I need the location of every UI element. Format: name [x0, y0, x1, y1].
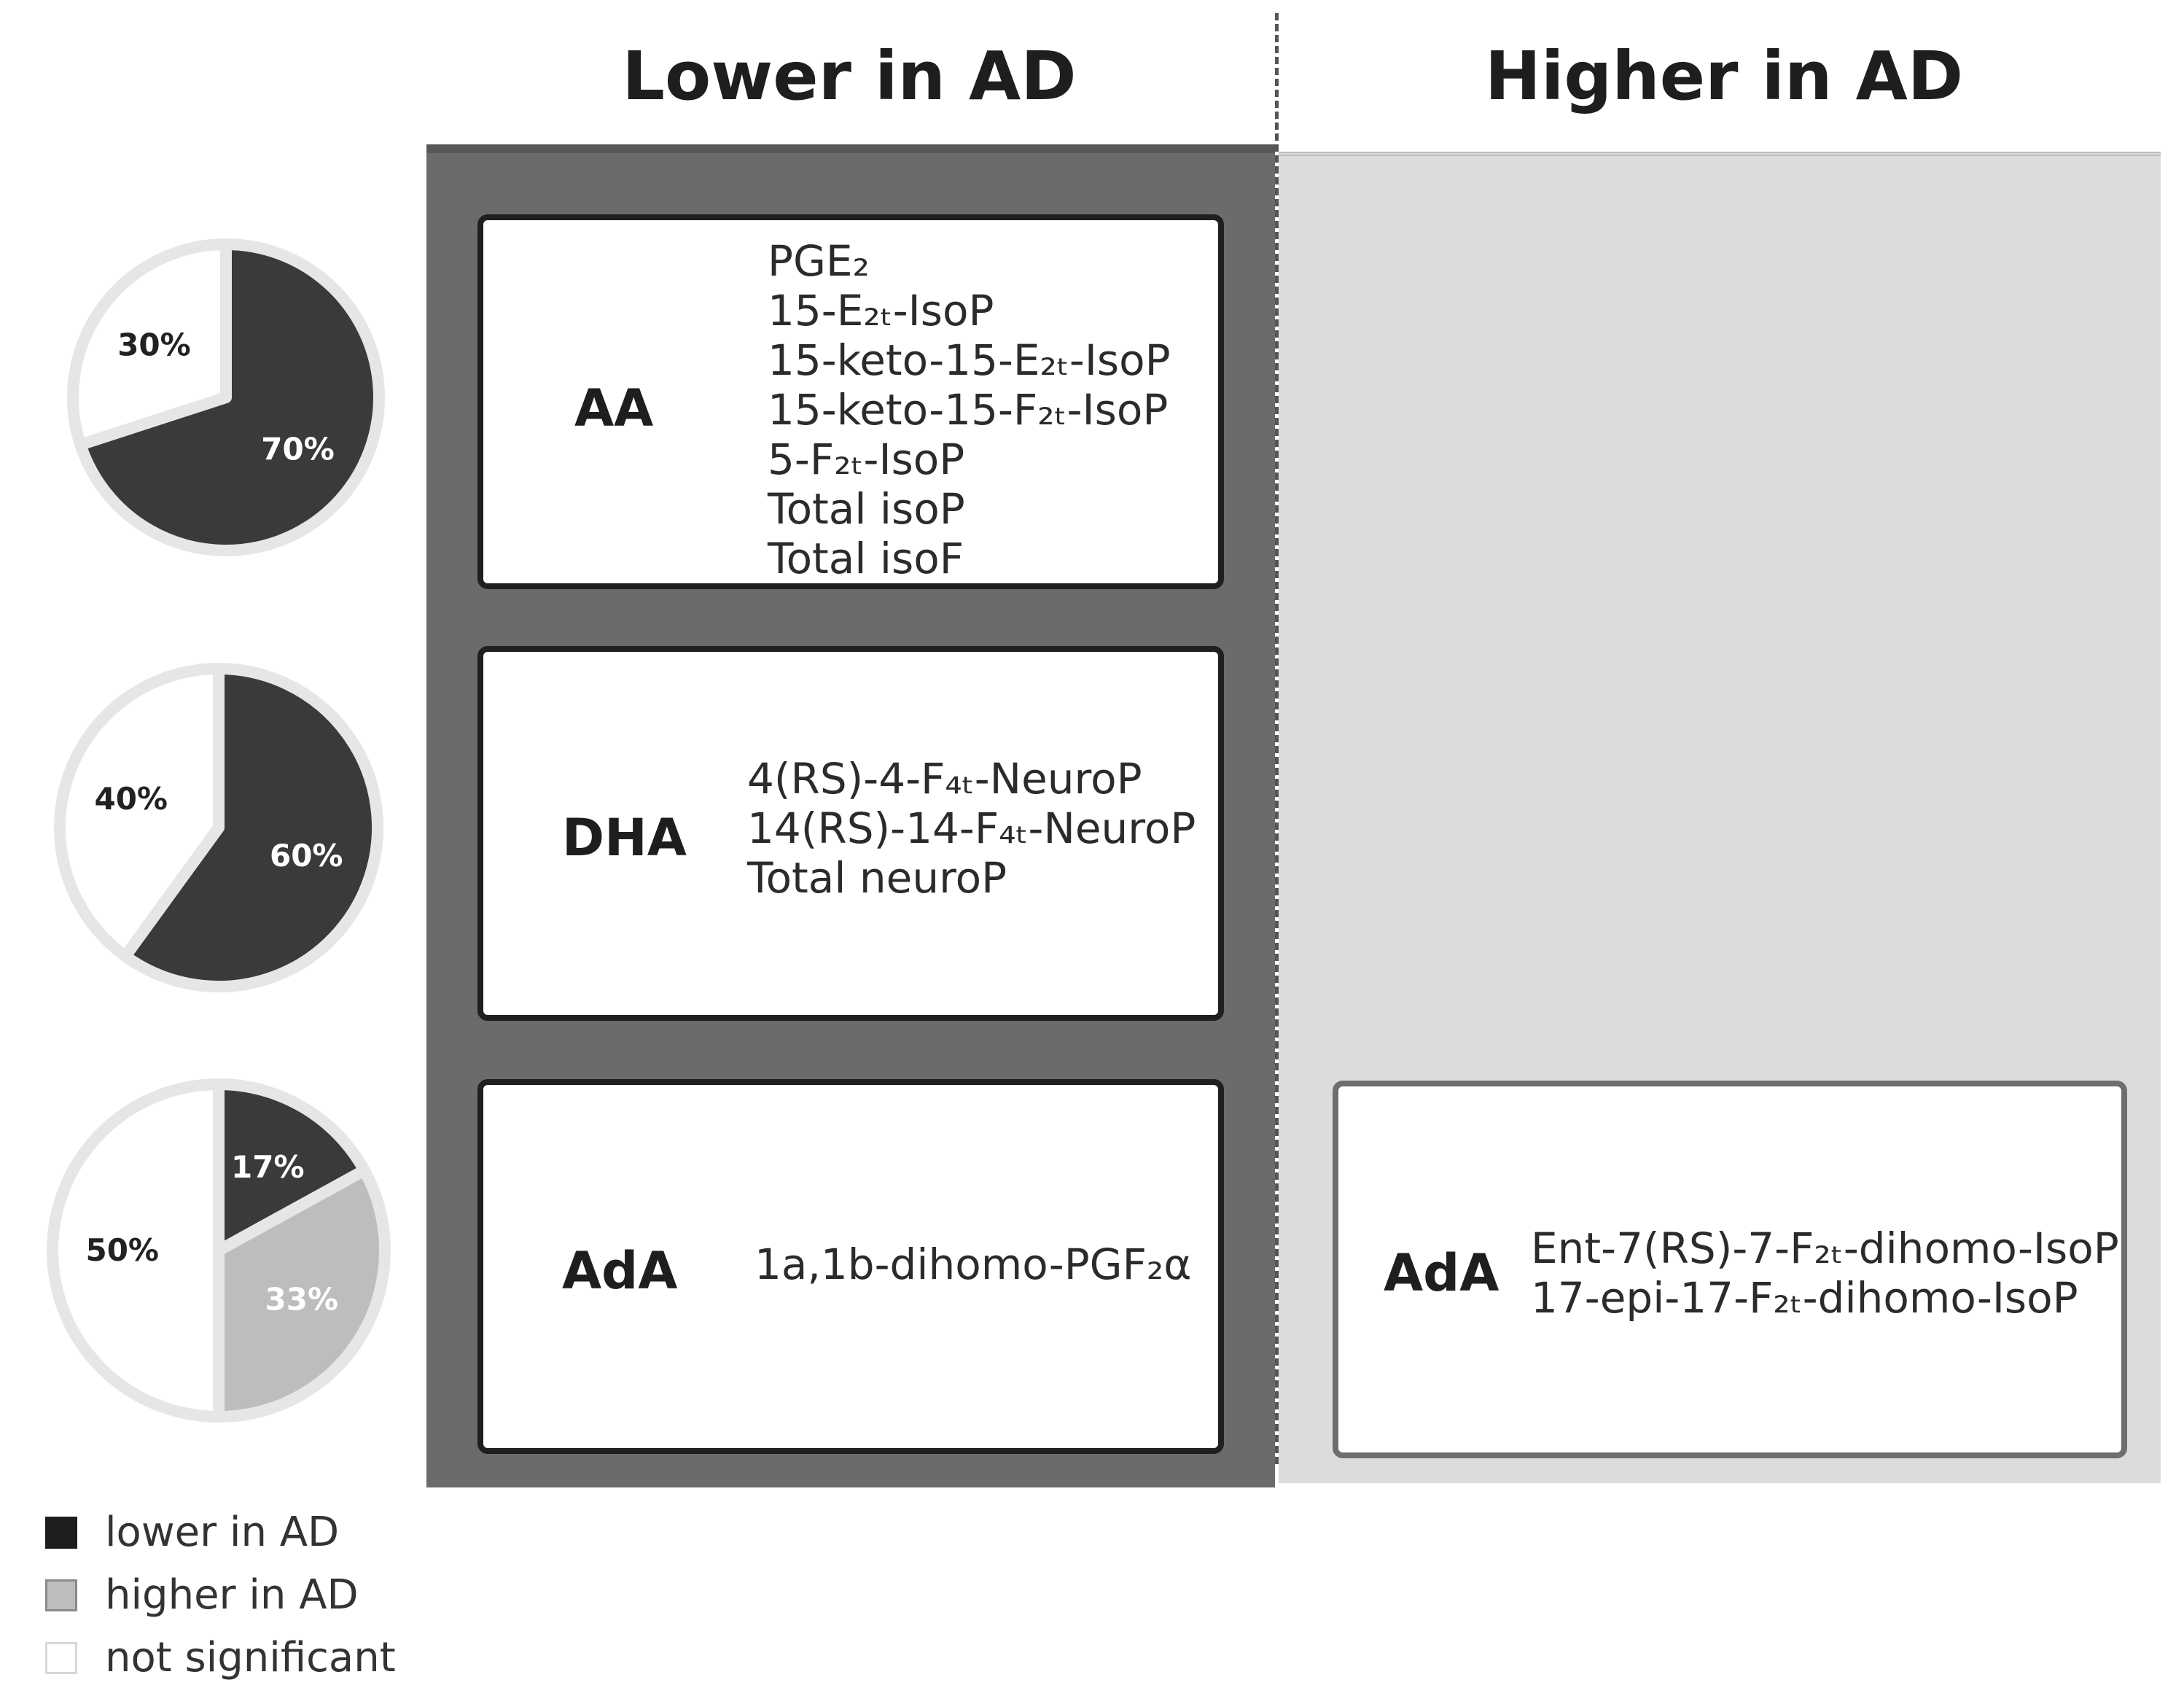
metabolite-item: Total isoF: [768, 534, 964, 583]
pie-slice-label: 33%: [265, 1281, 339, 1317]
legend-swatch-higher: [45, 1579, 77, 1611]
dha-lower-card: DHA 4(RS)-4-F₄ₜ-NeuroP 14(RS)-14-F₄ₜ-Neu…: [477, 646, 1224, 1021]
metabolite-item: 15-keto-15-F₂ₜ-IsoP: [768, 385, 1169, 435]
metabolite-item: PGE₂: [768, 236, 870, 286]
card-label: AdA: [562, 1241, 678, 1301]
legend-label: not significant: [105, 1634, 396, 1681]
column-divider: [1275, 13, 1279, 1464]
legend-label: lower in AD: [105, 1509, 340, 1556]
pie-slice-not-significant: [47, 1078, 225, 1423]
metabolite-item: Total neuroP: [747, 853, 1007, 903]
metabolite-list: Ent-7(RS)-7-F₂ₜ-dihomo-IsoP 17-epi-17-F₂…: [1531, 1224, 2119, 1323]
metabolite-item: 1a,1b-dihomo-PGF₂α: [754, 1240, 1192, 1289]
pie-slice-label: 17%: [231, 1149, 305, 1185]
legend-label: higher in AD: [105, 1571, 359, 1619]
metabolite-item: 4(RS)-4-F₄ₜ-NeuroP: [747, 754, 1142, 804]
pie-slice-lower: [213, 1078, 370, 1256]
metabolite-item: Total isoP: [768, 484, 965, 534]
pie-slice-label: 40%: [94, 781, 168, 817]
pie-slice-lower: [119, 663, 383, 992]
pie-slice-label: 70%: [261, 432, 335, 467]
ada-pie-chart: 17% 33% 50%: [47, 1078, 391, 1423]
ada-lower-card: AdA 1a,1b-dihomo-PGF₂α: [477, 1079, 1224, 1454]
metabolite-item: 15-E₂ₜ-IsoP: [768, 286, 994, 335]
metabolite-item: 15-keto-15-E₂ₜ-IsoP: [768, 335, 1171, 385]
legend-swatch-lower: [45, 1517, 77, 1549]
aa-lower-card: AA PGE₂ 15-E₂ₜ-IsoP 15-keto-15-E₂ₜ-IsoP …: [477, 214, 1224, 589]
card-label: DHA: [562, 808, 687, 868]
pie-slice-label: 60%: [270, 838, 343, 874]
card-label: AdA: [1384, 1243, 1499, 1303]
pie-slice-not-significant: [67, 238, 232, 451]
metabolite-list: 4(RS)-4-F₄ₜ-NeuroP 14(RS)-14-F₄ₜ-NeuroP …: [747, 754, 1196, 903]
pie-slice-not-significant: [54, 663, 225, 962]
metabolite-item: 14(RS)-14-F₄ₜ-NeuroP: [747, 804, 1196, 853]
metabolite-item: Ent-7(RS)-7-F₂ₜ-dihomo-IsoP: [1531, 1224, 2119, 1273]
pie-slice-higher: [213, 1164, 391, 1423]
aa-pie-chart: 70% 30%: [67, 238, 385, 556]
ada-higher-card: AdA Ent-7(RS)-7-F₂ₜ-dihomo-IsoP 17-epi-1…: [1333, 1081, 2127, 1458]
card-label: AA: [574, 378, 654, 438]
metabolite-item: 5-F₂ₜ-IsoP: [768, 435, 965, 484]
header-lower-in-ad: Lower in AD: [622, 37, 1077, 115]
legend-swatch-not-significant: [45, 1642, 77, 1674]
metabolite-list: 1a,1b-dihomo-PGF₂α: [754, 1240, 1191, 1289]
pie-slice-label: 30%: [117, 327, 191, 362]
metabolite-item: 17-epi-17-F₂ₜ-dihomo-IsoP: [1531, 1273, 2078, 1323]
metabolite-list: PGE₂ 15-E₂ₜ-IsoP 15-keto-15-E₂ₜ-IsoP 15-…: [768, 236, 1171, 583]
header-higher-in-ad: Higher in AD: [1484, 37, 1964, 115]
pie-slice-label: 50%: [85, 1232, 159, 1268]
dha-pie-chart: 60% 40%: [54, 663, 383, 992]
